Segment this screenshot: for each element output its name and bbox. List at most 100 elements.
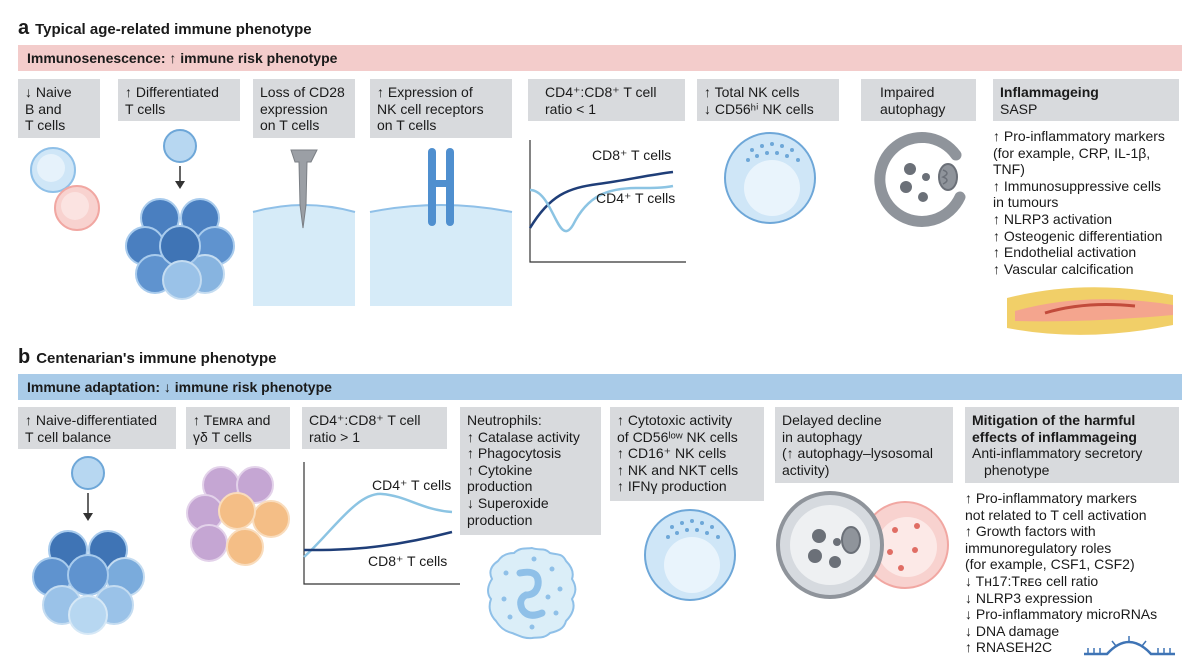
- balance-cells-illustration: [32, 456, 145, 635]
- lysosome-enzymes: [887, 523, 920, 571]
- series-cd8-label: CD8⁺ T cells: [368, 553, 447, 569]
- mitigation-title: Mitigation of the harmful: [972, 412, 1136, 428]
- box-line: γδ T cells: [193, 428, 252, 445]
- cytotoxic-nk-cell-illustration: [644, 509, 736, 601]
- mitochondrion-icon: [841, 526, 861, 554]
- box-line: CD4⁺:CD8⁺ T cell: [545, 84, 657, 100]
- box-line: on T cells: [377, 117, 437, 134]
- mitochondrion-cristae: [941, 169, 948, 185]
- box-line: ↑ Differentiated: [125, 84, 219, 100]
- list-item: ↑ Vascular calcification: [993, 260, 1134, 277]
- autolysosome-illustration: [776, 491, 949, 599]
- cargo: [900, 181, 912, 193]
- box-line: ↑ Total NK cells: [704, 84, 800, 100]
- box-line: ↑ Cytokine: [467, 461, 533, 478]
- nk-receptor-illustration: [369, 148, 513, 306]
- cargo: [812, 529, 826, 543]
- box-line: ratio < 1: [545, 100, 596, 117]
- box-line: Neutrophils:: [467, 412, 542, 428]
- list-item: ↑ Pro-inflammatory markers: [965, 490, 1137, 506]
- nucleic-acid-illustration: [1084, 636, 1175, 656]
- box-line: ratio > 1: [309, 428, 360, 445]
- cargo: [922, 173, 930, 181]
- box-line: activity): [782, 461, 830, 478]
- nk-receptor: [428, 148, 454, 226]
- list-item: ↑ NLRP3 activation: [993, 210, 1113, 227]
- series-cd8-label: CD8⁺ T cells: [592, 147, 671, 163]
- mitigation-list: ↑ Pro-inflammatory markers not related t…: [965, 490, 1157, 656]
- box-t-cell-balance: ↑ Naive-differentiated T cell balance: [18, 407, 176, 449]
- box-line: on T cells: [260, 117, 320, 134]
- list-item: ↓ DNA damage: [965, 622, 1060, 639]
- box-nk-cells: ↑ Total NK cells ↓ CD56ʰⁱ NK cells: [697, 79, 839, 121]
- section-b-letter: b: [18, 346, 31, 368]
- autophagosome-lumen: [790, 505, 870, 585]
- box-line: CD4⁺:CD8⁺ T cell: [309, 412, 421, 428]
- list-item: ↓ NLRP3 expression: [965, 589, 1093, 606]
- section-a-letter: a: [18, 17, 30, 39]
- box-line: ↑ NK and NKT cells: [617, 461, 739, 478]
- degraded-cd28-receptor: [290, 149, 318, 229]
- chart-axes: [529, 140, 686, 263]
- list-item: (for example, CRP, IL-1β,: [993, 144, 1151, 161]
- t-cell: [163, 129, 197, 163]
- box-line: Impaired: [880, 84, 935, 100]
- box-differentiated-cells: ↑ Differentiated T cells: [118, 79, 240, 121]
- cargo: [829, 556, 841, 568]
- list-item: in tumours: [993, 194, 1059, 211]
- box-line: ↑ Phagocytosis: [467, 445, 562, 462]
- box-inflammageing: Inflammageing SASP: [993, 79, 1179, 121]
- autophagy-illustration: [874, 132, 966, 227]
- box-line: ↑ Naive-differentiated: [25, 412, 158, 428]
- box-line: expression: [260, 100, 328, 117]
- inflammageing-list: ↑ Pro-inflammatory markers (for example,…: [993, 128, 1165, 277]
- box-cytotoxic-nk: ↑ Cytotoxic activity of CD56ˡᵒʷ NK cells…: [610, 407, 764, 501]
- differentiated-cell-cluster: [125, 198, 235, 300]
- granules: [746, 142, 800, 162]
- granules: [666, 519, 720, 539]
- list-item: ↑ Growth factors with: [965, 523, 1096, 540]
- box-nk-receptors: ↑ Expression of NK cell receptors on T c…: [370, 79, 512, 138]
- box-line: T cell balance: [25, 428, 112, 445]
- list-item: TNF): [993, 161, 1025, 178]
- box-line: ↓ Superoxide: [467, 494, 549, 511]
- list-item: immunoregulatory roles: [965, 539, 1112, 556]
- section-b-banner: Immune adaptation: ↓ immune risk phenoty…: [18, 374, 1182, 400]
- box-line: of CD56ˡᵒʷ NK cells: [617, 428, 738, 445]
- cargo: [833, 538, 841, 546]
- section-b-title-text: Centenarian's immune phenotype: [36, 350, 277, 367]
- inflammageing-subtitle: SASP: [1000, 100, 1038, 117]
- temra-cell-cluster: [186, 466, 290, 566]
- differentiated-cells-illustration: [125, 129, 235, 300]
- ratio-chart-b: CD4⁺ T cells CD8⁺ T cells: [303, 462, 460, 585]
- list-item: ↑ Pro-inflammatory markers: [993, 128, 1165, 144]
- naive-cells-illustration: [30, 147, 100, 231]
- multilobed-nucleus: [516, 568, 546, 619]
- cargo: [904, 163, 916, 175]
- series-cd4-label: CD4⁺ T cells: [372, 477, 451, 493]
- box-delayed-autophagy: Delayed decline in autophagy (↑ autophag…: [775, 407, 953, 483]
- box-temra: ↑ Tᴇᴍʀᴀ and γδ T cells: [186, 407, 290, 449]
- lysosome-lumen: [877, 517, 937, 577]
- box-line: NK cell receptors: [377, 100, 484, 117]
- box-cd28-loss: Loss of CD28 expression on T cells: [253, 79, 355, 138]
- phagophore-membrane: [874, 132, 966, 227]
- granules: [501, 556, 563, 630]
- box-line: B and: [25, 100, 62, 117]
- temra-cells-illustration: [186, 466, 290, 566]
- balanced-cell-cluster: [32, 530, 145, 635]
- mitigation-subtitle: Anti-inflammatory secretory: [972, 445, 1143, 462]
- artery-illustration: [1007, 287, 1173, 335]
- box-cd4-cd8-ratio-b: CD4⁺:CD8⁺ T cell ratio > 1: [302, 407, 447, 449]
- section-a-banner: Immunosenescence: ↑ immune risk phenotyp…: [18, 45, 1182, 71]
- box-line: ↑ CD16⁺ NK cells: [617, 445, 727, 462]
- box-line: Delayed decline: [782, 412, 882, 428]
- box-line: production: [467, 511, 533, 528]
- cargo: [808, 549, 822, 563]
- box-line: in autophagy: [782, 428, 863, 445]
- rna-strand: [1084, 640, 1175, 656]
- membrane-line: [369, 204, 513, 213]
- calcification: [1044, 303, 1136, 315]
- box-mitigation: Mitigation of the harmful effects of inf…: [965, 407, 1179, 483]
